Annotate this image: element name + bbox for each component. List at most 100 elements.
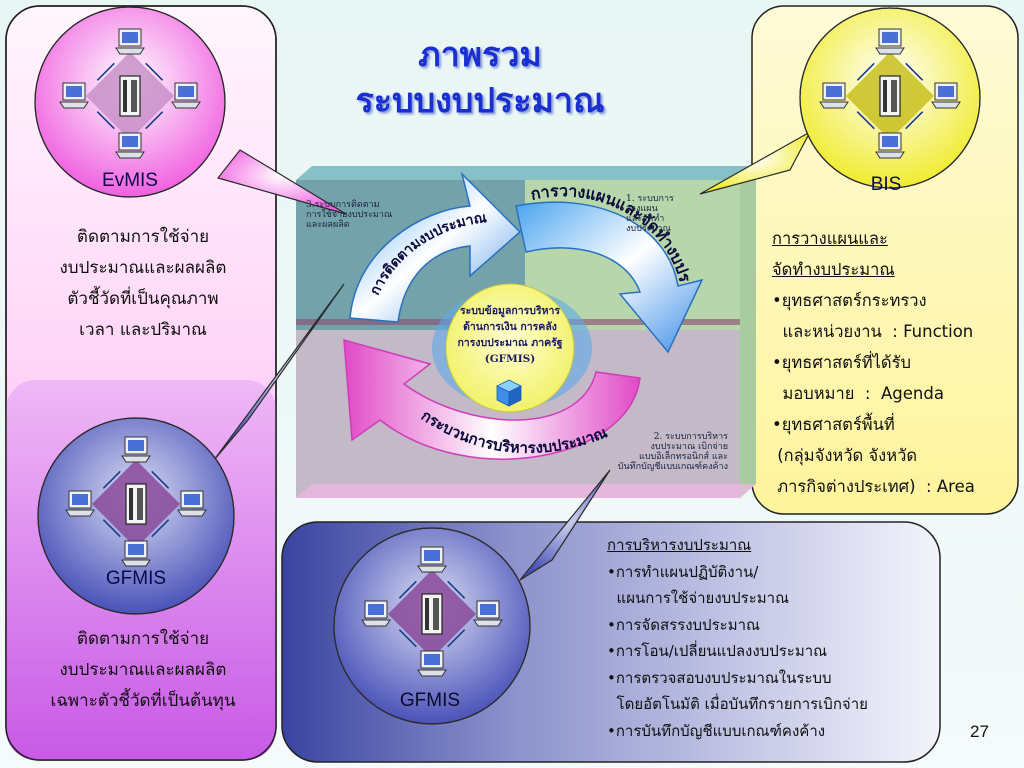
gfmis-left-desc-line: เฉพาะตัวชี้วัดที่เป็นต้นทุน xyxy=(50,691,236,711)
bis-description: การวางแผนและ จัดทำงบประมาณ •ยุทธศาสตร์กร… xyxy=(772,223,1017,502)
computer-icon xyxy=(361,600,391,627)
computer-icon xyxy=(121,436,151,463)
server-icon xyxy=(879,75,901,117)
bis-label: BIS xyxy=(870,174,902,195)
connection-arrow-icon xyxy=(96,62,115,81)
database-cube-icon xyxy=(496,379,522,407)
note-planning-system: 1. ระบบการ วางแผน และจัดทำ งบประมาณ xyxy=(626,194,716,234)
computer-icon xyxy=(931,82,961,109)
evmis-description: ติดตามการใช้จ่าย งบประมาณและผลผลิต ตัวชี… xyxy=(12,222,274,346)
gfmis-left-label: GFMIS xyxy=(105,568,167,589)
gfmis-center-text: ระบบข้อมูลการบริหาร ด้านการเงิน การคลัง … xyxy=(440,303,580,367)
connection-arrow-icon xyxy=(102,470,121,489)
bis-item: •ยุทธศาสตร์ที่ได้รับ xyxy=(772,353,911,372)
computer-icon xyxy=(59,82,89,109)
computer-icon xyxy=(65,490,95,517)
note-line: แบบอิเล็กทรอนิกส์ และ xyxy=(639,452,728,462)
connection-arrow-icon xyxy=(905,62,924,81)
computer-icon xyxy=(115,28,145,55)
gfmis-left-desc-line: ติดตามการใช้จ่าย xyxy=(76,629,210,649)
server-icon xyxy=(421,593,443,635)
network-diagram xyxy=(65,436,207,567)
note-line: งบประมาณ เบิกจ่าย xyxy=(650,442,728,452)
server-icon xyxy=(125,483,147,525)
gfmis-center xyxy=(445,283,575,413)
arrow-monitoring xyxy=(349,171,522,323)
connection-arrow-icon xyxy=(398,629,417,648)
note-line: และผลผลิต xyxy=(306,220,350,230)
arrow-planning xyxy=(515,201,704,354)
bis-item: มอบหมาย : Agenda xyxy=(772,384,944,403)
computer-icon xyxy=(177,490,207,517)
note-line: และจัดทำ xyxy=(626,214,665,224)
gfmis-bottom-description: การบริหารงบประมาณ •การทำแผนปฏิบัติงาน/ แ… xyxy=(607,532,937,744)
computer-icon xyxy=(417,650,447,677)
evmis-desc-line: ติดตามการใช้จ่าย xyxy=(76,227,210,247)
server-icon xyxy=(119,75,141,117)
connection-arrow-icon xyxy=(447,580,466,599)
bis-item: (กลุ่มจังหวัด จังหวัด xyxy=(772,446,918,465)
connection-arrow-icon xyxy=(145,111,164,130)
gfmis-bottom-item: •การทำแผนปฏิบัติงาน/ xyxy=(607,562,759,581)
note-line: 3.ระบบการติดตาม xyxy=(306,200,380,210)
connection-arrow-icon xyxy=(447,629,466,648)
center-line: (GFMIS) xyxy=(484,353,536,365)
note-line: บันทึกบัญชีแบบเกณฑ์คงค้าง xyxy=(617,462,728,472)
page-title: ภาพรวม ระบบงบประมาณ xyxy=(300,32,660,124)
network-diagram xyxy=(361,546,503,677)
note-line: การใช้จ่ายงบประมาณ xyxy=(306,210,393,220)
note-line: วางแผน xyxy=(626,204,658,214)
note-monitoring-system: 3.ระบบการติดตาม การใช้จ่ายงบประมาณ และผล… xyxy=(306,200,426,230)
connection-arrow-icon xyxy=(398,580,417,599)
center-line: ด้านการเงิน การคลัง xyxy=(463,321,557,333)
computer-icon xyxy=(473,600,503,627)
evmis-desc-line: เวลา และปริมาณ xyxy=(79,320,207,340)
note-line: 1. ระบบการ xyxy=(626,194,674,204)
arrow-admin xyxy=(343,338,641,460)
center-line: ระบบข้อมูลการบริหาร xyxy=(459,305,561,317)
connection-arrow-icon xyxy=(151,470,170,489)
computer-icon xyxy=(875,132,905,159)
gfmis-bottom-item: แผนการใช้จ่ายงบประมาณ xyxy=(607,589,790,607)
connection-arrow-icon xyxy=(145,62,164,81)
gfmis-bottom-item: •การโอน/เปลี่ยนแปลงงบประมาณ xyxy=(607,642,828,660)
gfmis-bottom-heading: การบริหารงบประมาณ xyxy=(607,536,752,554)
computer-icon xyxy=(171,82,201,109)
evmis-desc-line: งบประมาณและผลผลิต xyxy=(59,258,227,278)
evmis-label: EvMIS xyxy=(102,170,158,191)
title-line-2: ระบบงบประมาณ xyxy=(355,81,605,121)
note-admin-system: 2. ระบบการบริหาร งบประมาณ เบิกจ่าย แบบอิ… xyxy=(592,432,728,472)
note-line: งบประมาณ xyxy=(626,224,671,234)
computer-icon xyxy=(121,540,151,567)
network-diagram xyxy=(819,28,961,159)
connection-arrow-icon xyxy=(856,62,875,81)
computer-icon xyxy=(115,132,145,159)
gfmis-bottom-item: •การจัดสรรงบประมาณ xyxy=(607,615,760,634)
gfmis-left-description: ติดตามการใช้จ่าย งบประมาณและผลผลิต เฉพาะ… xyxy=(12,624,274,717)
computer-icon xyxy=(417,546,447,573)
center-line: การงบประมาณ ภาครัฐ xyxy=(457,337,563,349)
bis-item: ภารกิจต่างประเทศ) : Area xyxy=(772,477,975,496)
gfmis-bottom-item: โดยอัตโนมัติ เมื่อบันทึกรายการเบิกจ่าย xyxy=(607,695,868,713)
title-line-1: ภาพรวม xyxy=(418,35,542,75)
computer-icon xyxy=(819,82,849,109)
computer-icon xyxy=(875,28,905,55)
bis-heading-1: การวางแผนและ xyxy=(772,229,888,248)
bis-heading-2: จัดทำงบประมาณ xyxy=(772,260,895,279)
connection-arrow-icon xyxy=(102,519,121,538)
connection-arrow-icon xyxy=(905,111,924,130)
gfmis-bottom-item: •การตรวจสอบงบประมาณในระบบ xyxy=(607,668,832,687)
gfmis-bottom-label: GFMIS xyxy=(399,690,461,711)
connection-arrow-icon xyxy=(856,111,875,130)
gfmis-left-desc-line: งบประมาณและผลผลิต xyxy=(59,660,227,680)
page-number: 27 xyxy=(970,722,989,741)
connection-arrow-icon xyxy=(96,111,115,130)
bis-item: •ยุทธศาสตร์พื้นที่ xyxy=(772,415,895,434)
connection-arrow-icon xyxy=(151,519,170,538)
evmis-desc-line: ตัวชี้วัดที่เป็นคุณภาพ xyxy=(67,289,219,309)
bis-item: และหน่วยงาน : Function xyxy=(772,322,974,341)
bis-item: •ยุทธศาสตร์กระทรวง xyxy=(772,291,927,310)
note-line: 2. ระบบการบริหาร xyxy=(653,432,728,442)
